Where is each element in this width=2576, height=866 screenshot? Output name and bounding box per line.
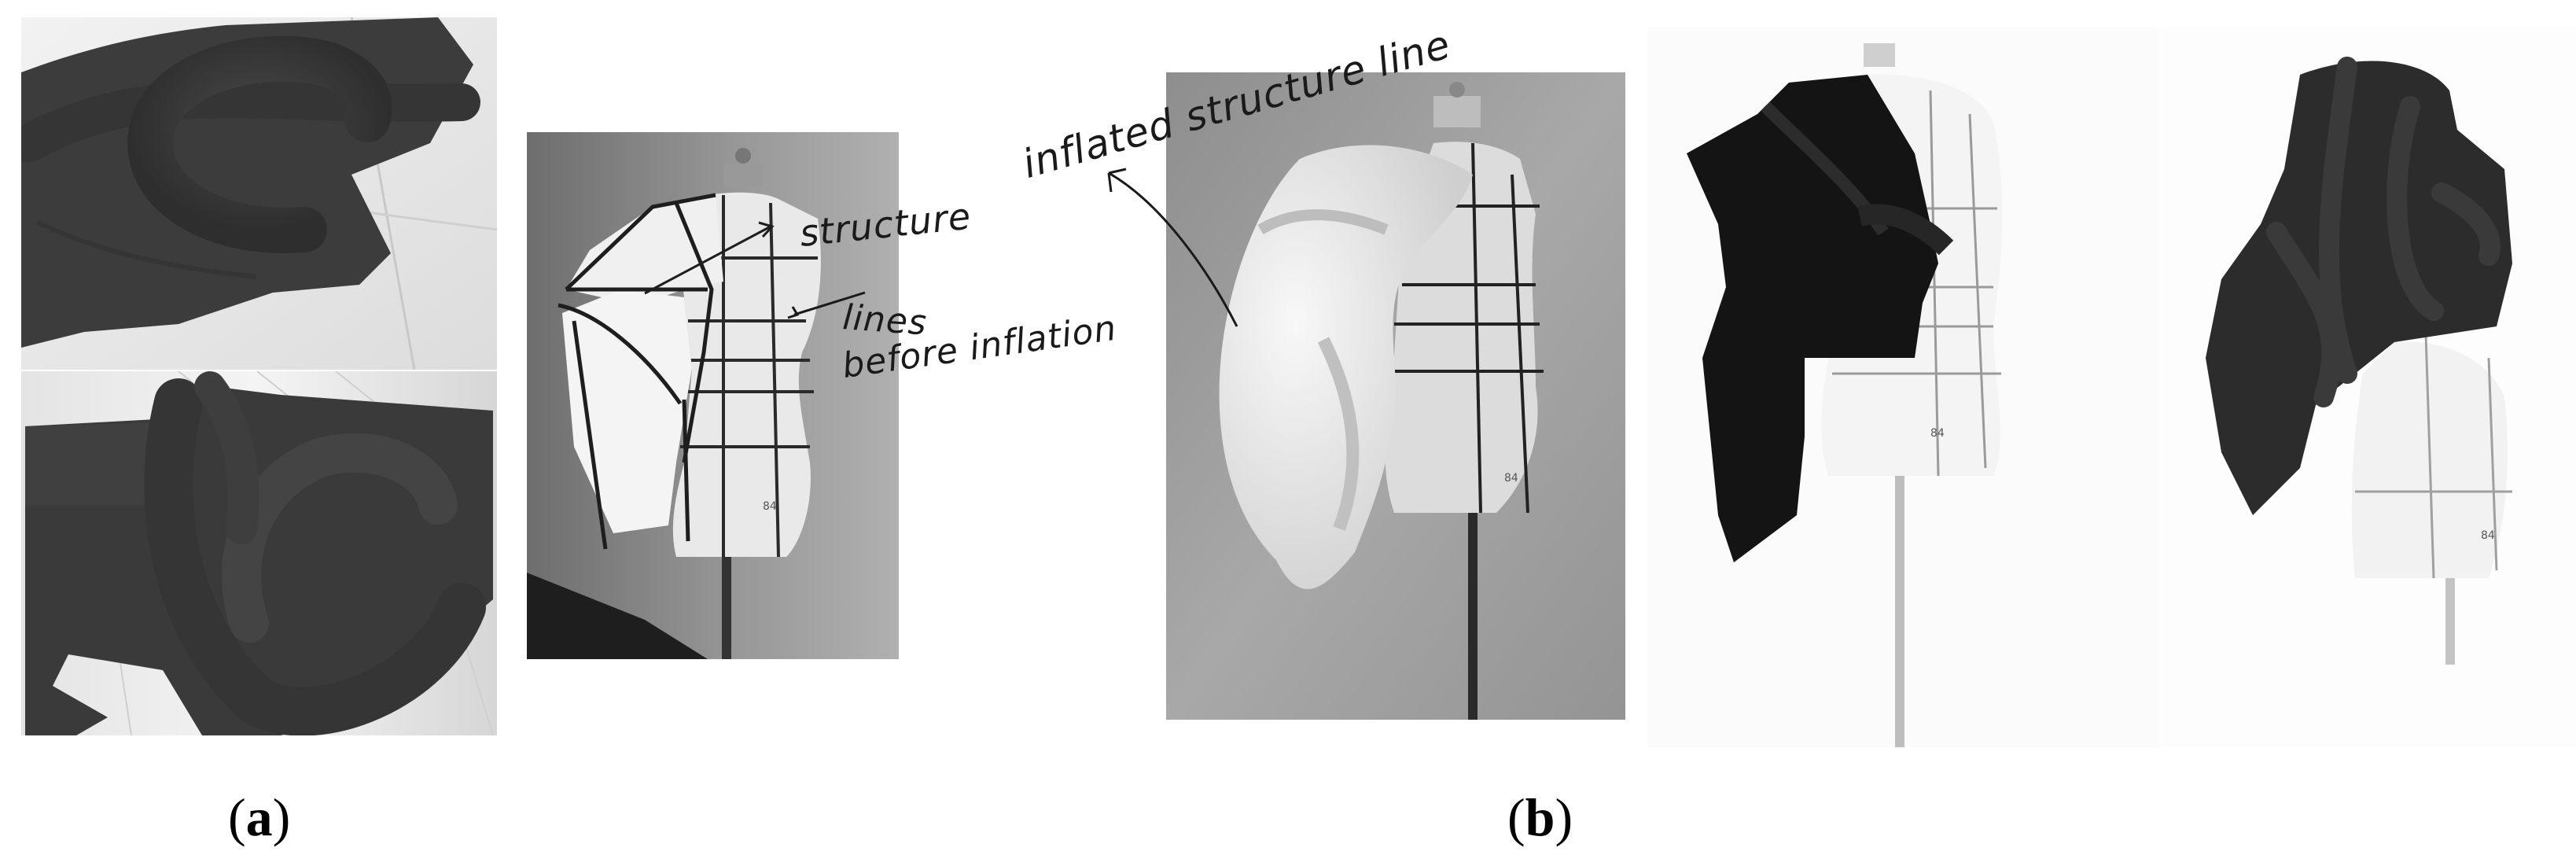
subfigure-label-a: (a) [228,787,291,847]
fabric-tube-photo [21,17,497,370]
dress-form-black-draped: 84 [1647,28,2158,747]
subfigure-label-b: (b) [1507,787,1573,847]
panel-a-bottom-photo [21,371,497,735]
label-a-letter: a [245,787,273,847]
panel-b-inflated-garment-photo: 84 [2158,28,2576,747]
coiled-tube-photo [21,371,497,735]
panel-b-structure-lines-photo: 84 [527,132,899,659]
size-tag: 84 [1504,472,1518,485]
dress-form-structure-lines: 84 [527,132,899,659]
panel-a-top-photo [21,17,497,370]
size-tag: 84 [2481,529,2495,542]
size-tag: 84 [1930,427,1945,440]
label-b-letter: b [1525,787,1555,847]
size-tag: 84 [763,500,777,513]
panel-b-inflated-photo: 84 [1166,72,1625,720]
dress-form-black-inflated-tubes: 84 [2158,28,2576,747]
dress-form-inflated-structure: 84 [1166,72,1625,720]
panel-b-draped-garment-photo: 84 [1647,28,2158,747]
